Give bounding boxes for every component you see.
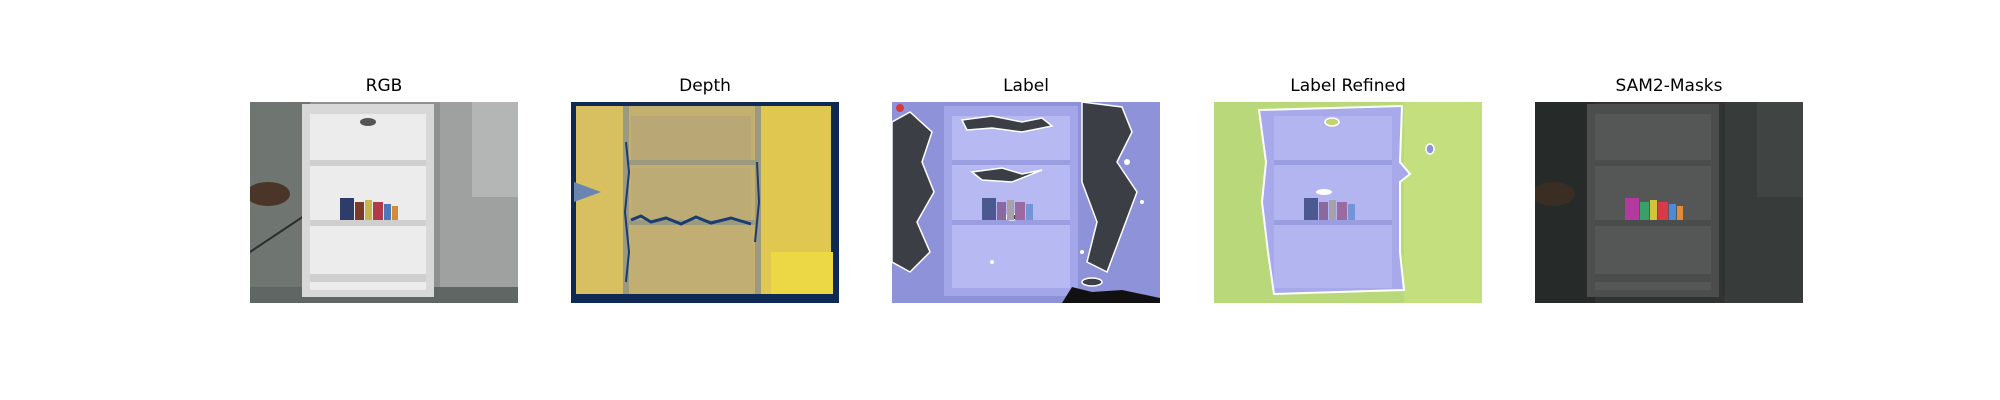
sam2-masks-panel-title: SAM2-Masks: [1615, 76, 1723, 96]
depth-image: [571, 102, 839, 303]
label-refined-image: [1214, 102, 1482, 303]
label-panel-title: Label: [1003, 76, 1049, 96]
sam2-masks-image: [1535, 102, 1803, 303]
rgb-panel-title: RGB: [365, 76, 403, 96]
label-refined-panel-title: Label Refined: [1290, 76, 1406, 96]
depth-panel-title: Depth: [679, 76, 731, 96]
rgb-image: [250, 102, 518, 303]
label-image: [892, 102, 1160, 303]
